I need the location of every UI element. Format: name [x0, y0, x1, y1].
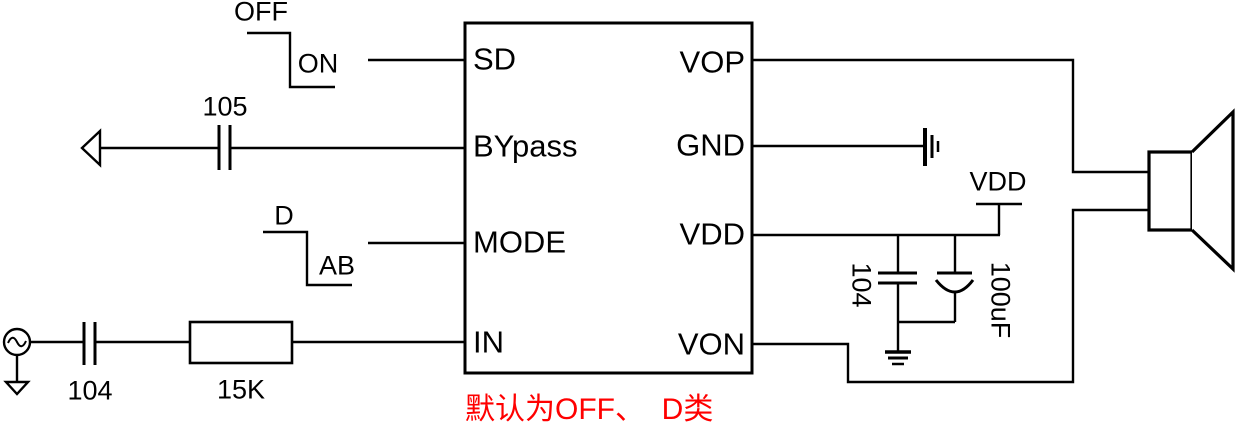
shutdown-switch-on-label: ON: [297, 48, 339, 79]
shutdown-step-symbol: [247, 31, 335, 89]
speaker-cone-icon: [1190, 108, 1235, 273]
input-resistor-body: [188, 320, 294, 365]
decoupling-cap-value: 104: [846, 262, 877, 308]
input-cap-value: 104: [67, 375, 113, 406]
mode-switch-d-label: D: [274, 200, 294, 231]
pin-label-vop: VOP: [679, 44, 745, 80]
pin-label-in: IN: [473, 324, 504, 360]
pin-label-sd: SD: [473, 41, 517, 77]
pin-label-mode: MODE: [473, 224, 566, 260]
mode-switch-ab-label: AB: [318, 250, 356, 281]
bypass-arrow-icon: [80, 128, 102, 168]
mode-step-symbol: [263, 230, 352, 287]
vop-wire: [752, 58, 1149, 174]
pin-label-bypass: BYpass: [473, 128, 578, 164]
default-state-note: 默认为OFF、 D类: [465, 393, 714, 426]
pin-label-vdd: VDD: [679, 216, 745, 252]
von-wire: [752, 208, 1149, 384]
cap100uf-plate-curved: [934, 279, 975, 294]
pin-label-von: VON: [677, 326, 745, 362]
pin-label-gnd: GND: [676, 127, 745, 163]
sine-wave-icon: [7, 336, 27, 348]
input-resistor-value: 15K: [216, 374, 266, 405]
source-ground-arrow-icon: [3, 380, 31, 396]
bypass-cap-value: 105: [202, 91, 248, 122]
shutdown-switch-off-label: OFF: [234, 0, 288, 27]
vdd-supply-label: VDD: [969, 166, 1027, 197]
bulk-cap-value: 100uF: [985, 261, 1016, 339]
ic-body: [463, 21, 754, 375]
speaker-box: [1147, 150, 1194, 232]
